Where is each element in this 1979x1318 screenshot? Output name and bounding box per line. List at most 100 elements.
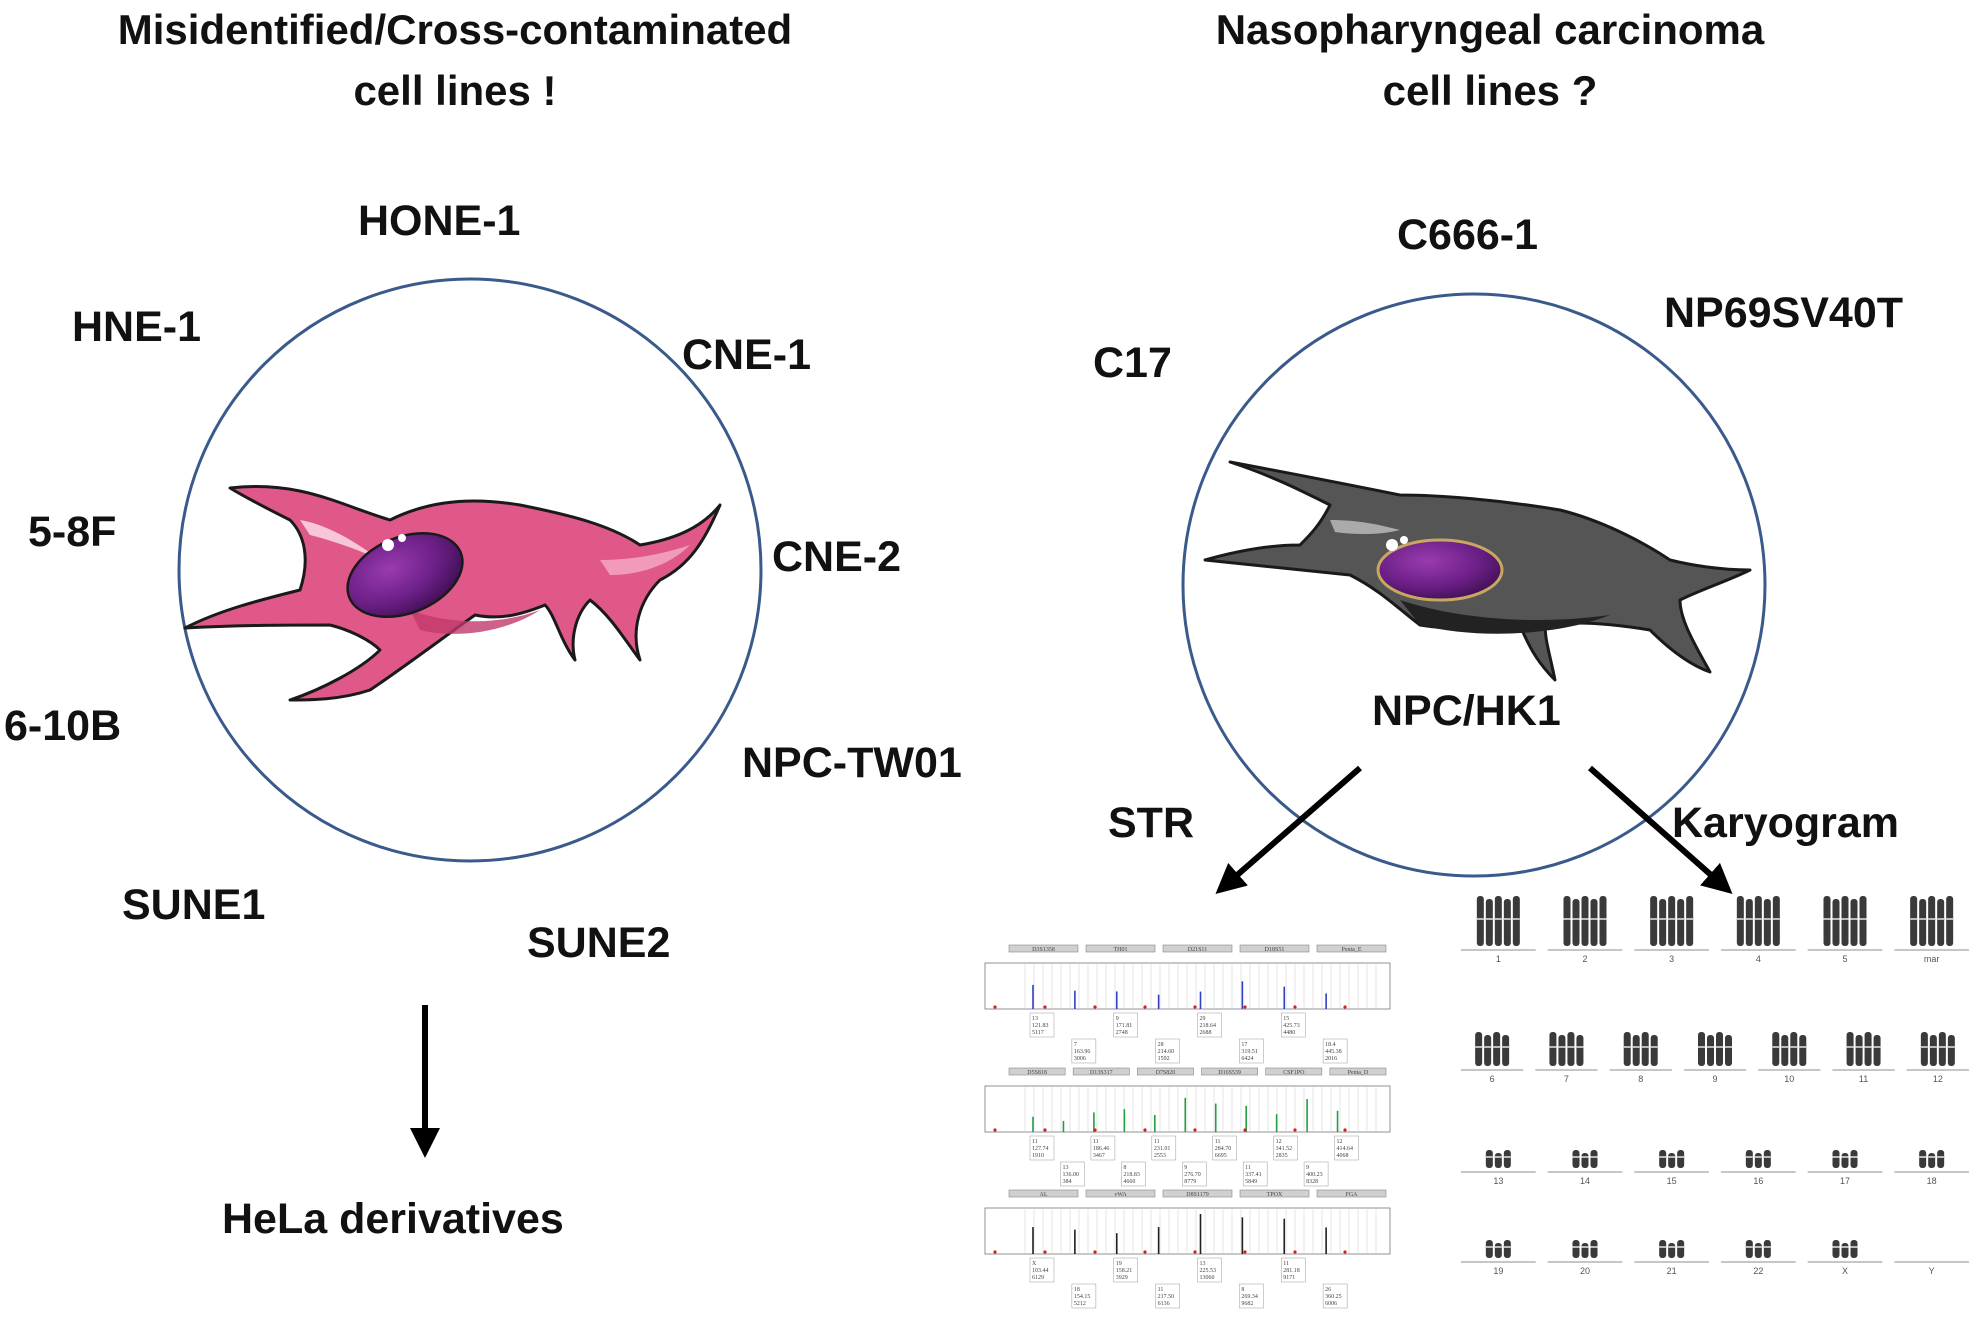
chromosome bbox=[1850, 1150, 1858, 1168]
str-allele-value: 3929 bbox=[1116, 1275, 1128, 1281]
chromosome bbox=[1841, 1153, 1849, 1168]
chromosome bbox=[1725, 1035, 1732, 1066]
str-allele-value: 11 bbox=[1245, 1165, 1251, 1171]
chromosome bbox=[1850, 899, 1858, 946]
str-locus-bar bbox=[1239, 1189, 1310, 1198]
chromosome bbox=[1659, 1240, 1667, 1258]
chromosome bbox=[1928, 1153, 1936, 1168]
str-allele-value: 13 bbox=[1200, 1261, 1206, 1267]
chromosome bbox=[1937, 1150, 1945, 1168]
str-allele-value: 414.64 bbox=[1337, 1146, 1354, 1152]
chromosome bbox=[1754, 1243, 1762, 1258]
label-hone-1: HONE-1 bbox=[358, 197, 521, 245]
chromosome bbox=[1632, 1035, 1640, 1066]
karyogram-chromosome-label: 21 bbox=[1667, 1266, 1677, 1276]
chromosome bbox=[1567, 1032, 1575, 1066]
chromosome bbox=[1745, 1150, 1753, 1168]
chromosome bbox=[1485, 1240, 1493, 1258]
str-locus-label: vWA bbox=[1114, 1192, 1127, 1198]
str-allele-value: 9171 bbox=[1283, 1275, 1295, 1281]
str-locus-label: D16S539 bbox=[1218, 1070, 1241, 1076]
str-allele-value: 9 bbox=[1116, 1016, 1119, 1022]
label-npc-hk1: NPC/HK1 bbox=[1372, 687, 1561, 735]
str-locus-bar bbox=[1008, 944, 1079, 953]
str-allele-value: 217.50 bbox=[1158, 1294, 1175, 1300]
karyogram-chromosome-label: 12 bbox=[1933, 1074, 1943, 1084]
chromosome bbox=[1563, 896, 1571, 946]
str-allele-value: 19 bbox=[1116, 1261, 1122, 1267]
chromosome bbox=[1754, 896, 1762, 946]
str-locus-label: D13S317 bbox=[1090, 1070, 1113, 1076]
str-allele-value: 11 bbox=[1215, 1139, 1221, 1145]
chromosome bbox=[1859, 896, 1867, 946]
str-plot-frame bbox=[984, 962, 1391, 1010]
str-allele-value: 360.25 bbox=[1325, 1294, 1342, 1300]
str-allele-value: 13060 bbox=[1200, 1275, 1215, 1281]
str-allele-value: 5849 bbox=[1245, 1179, 1257, 1185]
str-locus-bar bbox=[1072, 1067, 1130, 1076]
str-locus-label: D7S820 bbox=[1156, 1070, 1176, 1076]
label-npc-tw01: NPC-TW01 bbox=[742, 739, 962, 787]
str-allele-value: 13 bbox=[1062, 1165, 1068, 1171]
karyogram-chromosome-label: 1 bbox=[1496, 954, 1501, 964]
str-allele-value: 15 bbox=[1283, 1016, 1289, 1022]
str-allele-value: 2835 bbox=[1276, 1153, 1288, 1159]
str-allele-value: 103.44 bbox=[1032, 1268, 1049, 1274]
karyogram-chromosome-label: 22 bbox=[1753, 1266, 1763, 1276]
str-allele-value: 6424 bbox=[1241, 1056, 1253, 1062]
str-locus-bar bbox=[1201, 1067, 1258, 1076]
str-allele-value: 6695 bbox=[1215, 1153, 1227, 1159]
chromosome bbox=[1864, 1032, 1872, 1066]
karyogram-chromosome-label: 6 bbox=[1490, 1074, 1495, 1084]
chromosome bbox=[1855, 1035, 1863, 1066]
chromosome bbox=[1781, 1035, 1789, 1066]
str-locus-label: Penta_D bbox=[1348, 1070, 1369, 1076]
karyogram-chromosome-label: 19 bbox=[1493, 1266, 1503, 1276]
str-allele-value: 28 bbox=[1158, 1042, 1164, 1048]
chromosome bbox=[1503, 1150, 1511, 1168]
str-allele-value: 18.4 bbox=[1325, 1042, 1336, 1048]
right-title: Nasopharyngeal carcinoma cell lines ? bbox=[1100, 0, 1880, 122]
chromosome bbox=[1484, 1035, 1492, 1066]
chromosome bbox=[1745, 1240, 1753, 1258]
str-locus-bar bbox=[1085, 944, 1156, 953]
chromosome bbox=[1919, 1150, 1927, 1168]
str-arrow bbox=[1215, 765, 1362, 894]
karyogram-chromosome-label: 10 bbox=[1784, 1074, 1794, 1084]
str-locus-bar bbox=[1008, 1189, 1079, 1198]
chromosome bbox=[1581, 1243, 1589, 1258]
chromosome bbox=[1572, 899, 1580, 946]
karyogram-chromosome-label: 3 bbox=[1669, 954, 1674, 964]
str-allele-value: 5212 bbox=[1074, 1301, 1086, 1307]
chromosome bbox=[1832, 1240, 1840, 1258]
str-allele-value: 2016 bbox=[1325, 1056, 1337, 1062]
chromosome bbox=[1823, 896, 1831, 946]
chromosome bbox=[1475, 1032, 1483, 1066]
str-locus-label: D5S818 bbox=[1027, 1070, 1047, 1076]
str-allele-value: 341.52 bbox=[1276, 1146, 1293, 1152]
karyogram-chromosome-label: 13 bbox=[1493, 1176, 1503, 1186]
karyogram-chromosome-label: 20 bbox=[1580, 1266, 1590, 1276]
str-allele-value: 4480 bbox=[1283, 1030, 1295, 1036]
chromosome bbox=[1772, 896, 1780, 946]
str-allele-value: 284.70 bbox=[1215, 1146, 1232, 1152]
karyogram-chromosome-label: 14 bbox=[1580, 1176, 1590, 1186]
label-hela-derivatives: HeLa derivatives bbox=[222, 1195, 564, 1243]
str-locus-bar bbox=[1137, 1067, 1194, 1076]
karyogram-chromosome-label: 18 bbox=[1927, 1176, 1937, 1186]
karyogram-chromosome-label: 16 bbox=[1753, 1176, 1763, 1186]
str-allele-value: 18 bbox=[1074, 1287, 1080, 1293]
str-allele-value: 7 bbox=[1074, 1042, 1077, 1048]
label-karyogram: Karyogram bbox=[1672, 799, 1900, 847]
chromosome bbox=[1910, 896, 1918, 946]
karyogram-chromosome-label: 4 bbox=[1756, 954, 1761, 964]
str-allele-value: 4660 bbox=[1123, 1179, 1135, 1185]
left-circle bbox=[177, 277, 763, 863]
str-allele-value: 171.81 bbox=[1116, 1023, 1133, 1029]
str-locus-bar bbox=[1162, 1189, 1233, 1198]
right-title-line1: Nasopharyngeal carcinoma bbox=[1215, 6, 1765, 53]
